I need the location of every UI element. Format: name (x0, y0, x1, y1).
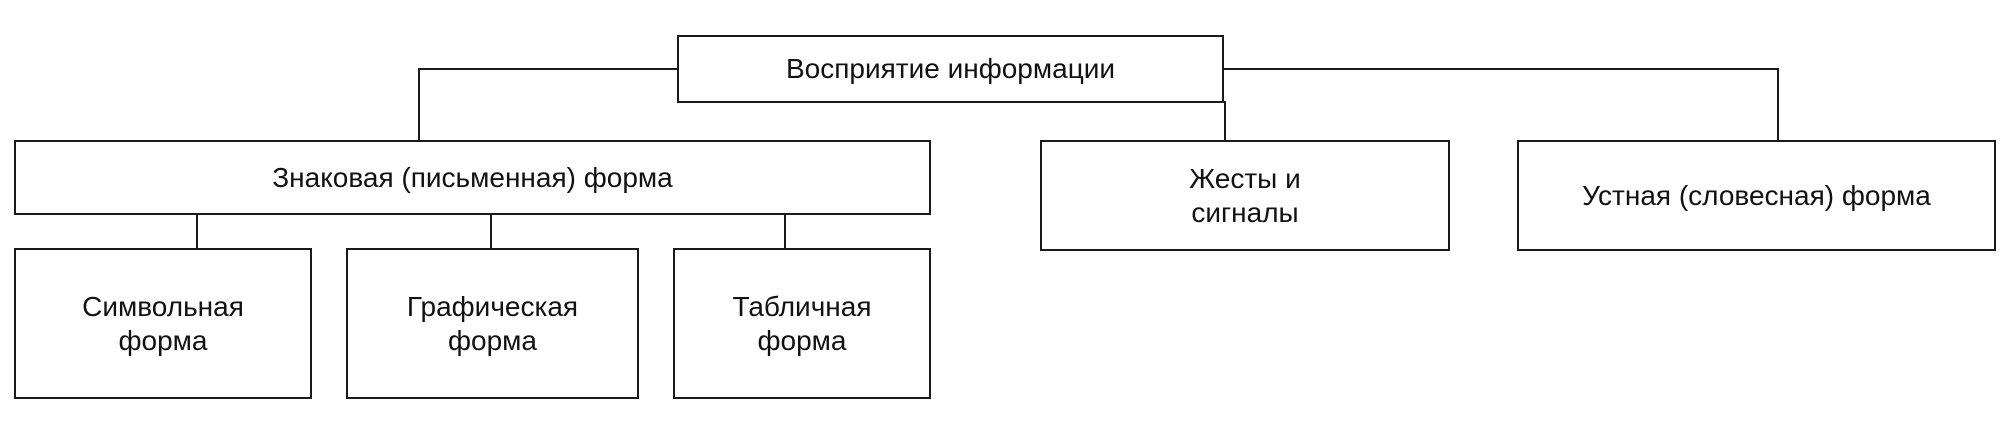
root-node-perception-of-information: Восприятие информации (677, 35, 1224, 103)
node-symbolic-form: Символьная форма (14, 248, 312, 399)
node-table-form: Табличная форма (673, 248, 931, 399)
connector-to-table-form (784, 213, 786, 250)
connector-to-sign-form (418, 68, 420, 140)
connector-to-gestures (1224, 101, 1226, 140)
node-sign-written-form: Знаковая (письменная) форма (14, 140, 931, 215)
node-oral-verbal-form: Устная (словесная) форма (1517, 140, 1996, 251)
connector-to-symbolic-form (196, 213, 198, 250)
node-gestures-and-signals: Жесты и сигналы (1040, 140, 1450, 251)
connector-to-oral-form (1777, 68, 1779, 140)
connector-to-graphic-form (490, 213, 492, 250)
node-graphic-form: Графическая форма (346, 248, 639, 399)
